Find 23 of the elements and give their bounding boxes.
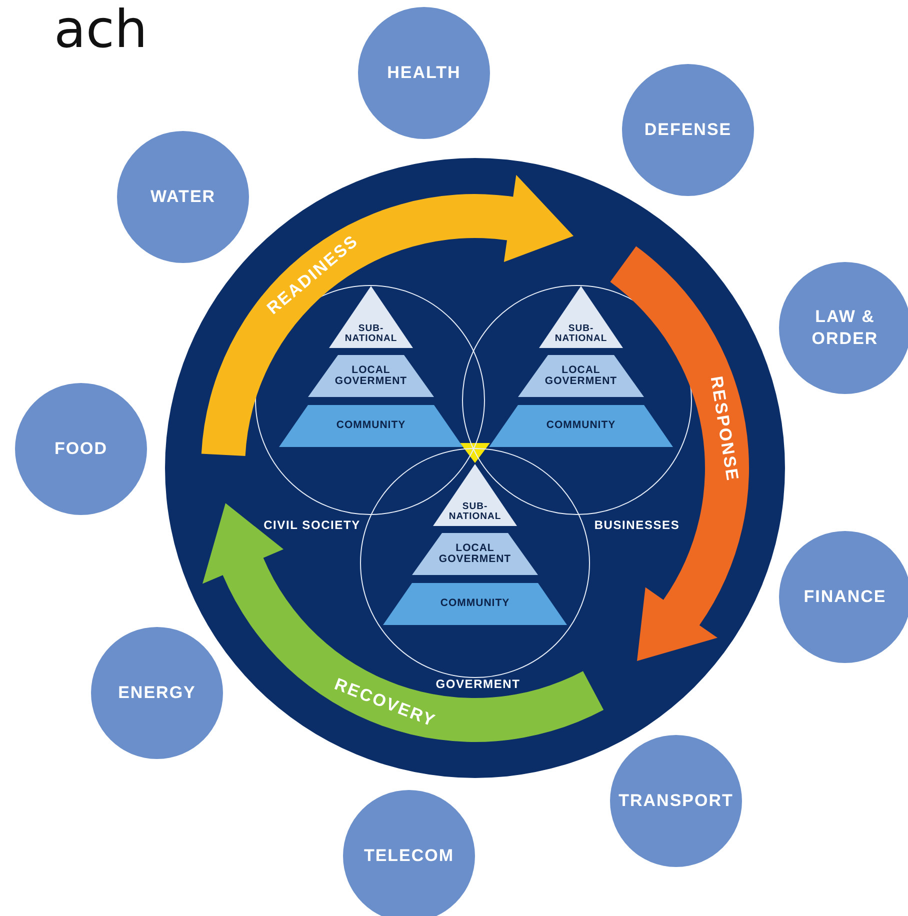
title: ach	[54, 0, 148, 60]
pyramid-tier: COMMUNITY	[383, 583, 567, 625]
pyramid-tier: SUB- NATIONAL	[539, 286, 623, 348]
sector-circle: HEALTH	[358, 7, 490, 139]
pyramid-tier: LOCAL GOVERMENT	[518, 355, 644, 397]
arrow-label: RESPONSE	[706, 374, 742, 483]
group-label: BUSINESSES	[593, 517, 681, 533]
sector-circle: TRANSPORT	[610, 735, 742, 867]
group-label: CIVIL SOCIETY	[262, 517, 362, 533]
sector-circle: FOOD	[15, 383, 147, 515]
pyramid-tier: SUB- NATIONAL	[329, 286, 413, 348]
pyramid-tier: LOCAL GOVERMENT	[308, 355, 434, 397]
group-label: GOVERMENT	[436, 676, 522, 692]
sector-circle: LAW & ORDER	[779, 262, 908, 394]
sector-circle: WATER	[117, 131, 249, 263]
sector-circle: DEFENSE	[622, 64, 754, 196]
pyramid-tier: LOCAL GOVERMENT	[412, 533, 538, 575]
sector-circle: FINANCE	[779, 531, 908, 663]
pyramid-tier: SUB- NATIONAL	[433, 464, 517, 526]
sector-circle: TELECOM	[343, 790, 475, 916]
pyramid-tier: COMMUNITY	[489, 405, 673, 447]
sector-circle: ENERGY	[91, 627, 223, 759]
pyramid-tier: COMMUNITY	[279, 405, 463, 447]
